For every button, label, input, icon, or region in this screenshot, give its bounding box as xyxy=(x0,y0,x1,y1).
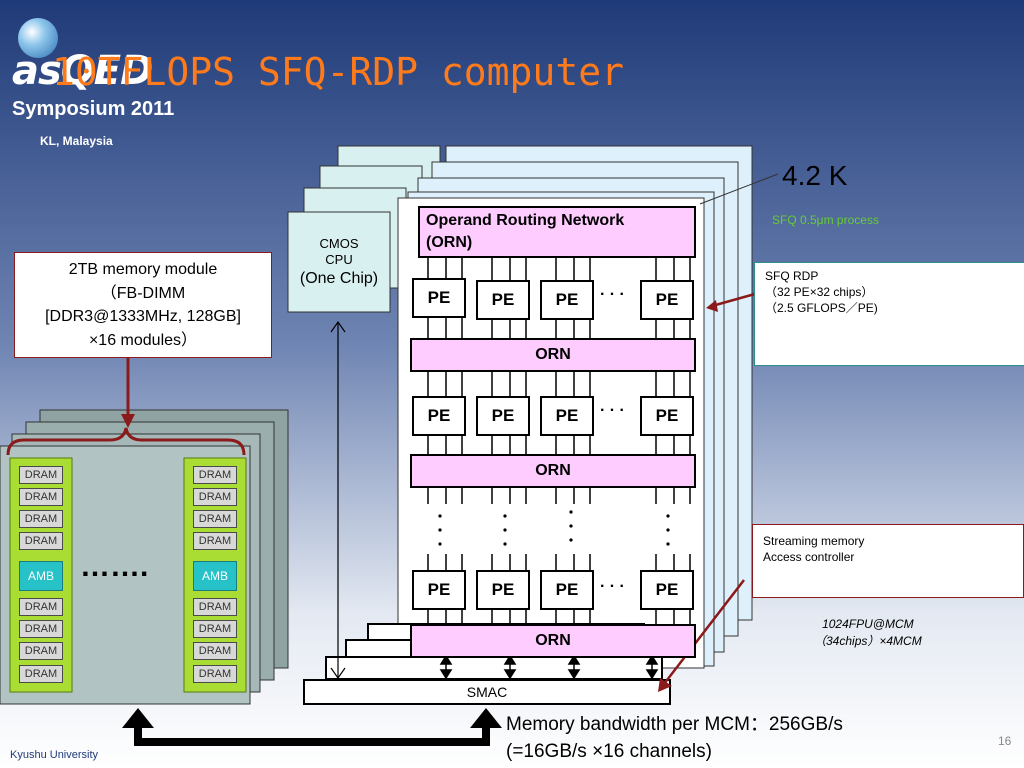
orn-bar: ORN xyxy=(410,338,696,372)
dram-chip: DRAM xyxy=(193,620,237,638)
pe-block: PE xyxy=(540,570,594,610)
rdp-note-box: SFQ RDP （32 PE×32 chips） （2.5 GFLOPS／PE) xyxy=(754,262,1024,366)
fpu-note: 1024FPU@MCM （34chips）×4MCM xyxy=(814,616,922,650)
globe-logo-icon xyxy=(18,18,58,58)
streaming-line-1: Streaming memory xyxy=(763,534,865,548)
bandwidth-line-1: Memory bandwidth per MCM：256GB/s xyxy=(506,714,843,735)
process-label: SFQ 0.5μm process xyxy=(772,213,879,227)
streaming-line-2: Access controller xyxy=(763,550,855,564)
orn-bar: ORN xyxy=(410,624,696,658)
orn-top-line-1: Operand Routing Network xyxy=(426,212,625,229)
logo-subtitle: Symposium 2011 xyxy=(12,98,175,120)
pe-block: PE xyxy=(412,570,466,610)
dram-chip: DRAM xyxy=(19,510,63,528)
smac-label: SMAC xyxy=(466,684,508,700)
rdp-arrowhead xyxy=(706,300,718,312)
pe-block: PE xyxy=(412,278,466,318)
dram-chip: DRAM xyxy=(193,510,237,528)
pe-block: PE xyxy=(640,280,694,320)
location-label: KL, Malaysia xyxy=(40,134,113,148)
page-number: 16 xyxy=(998,734,1012,748)
slide-title: 10TFLOPS SFQ-RDP computer xyxy=(52,50,624,94)
fpu-note-line-2: （34chips）×4MCM xyxy=(814,634,922,648)
cpu-line-1: CMOS xyxy=(319,236,359,251)
bandwidth-arrow xyxy=(122,708,502,746)
temperature-label: 4.2 K xyxy=(782,160,848,191)
pe-block: PE xyxy=(640,570,694,610)
amb-chip: AMB xyxy=(193,561,237,591)
smac-plate-2 xyxy=(325,656,663,680)
streaming-arrowhead xyxy=(658,678,672,692)
logo-text: asQED xyxy=(12,48,153,94)
pe-row-ellipsis: · · · xyxy=(600,286,625,303)
dram-chip: DRAM xyxy=(193,642,237,660)
memory-module-line-4: ×16 modules） xyxy=(88,331,198,349)
streaming-note-box: Streaming memory Access controller xyxy=(752,524,1024,598)
bus-lines xyxy=(427,258,691,624)
bandwidth-text: Memory bandwidth per MCM：256GB/s (=16GB/… xyxy=(506,711,843,765)
dimm-ellipsis: ……. xyxy=(80,550,149,583)
orn-top-box: Operand Routing Network (ORN) xyxy=(418,206,696,258)
dram-chip: DRAM xyxy=(193,598,237,616)
column-ellipsis-dots xyxy=(438,510,670,546)
memory-module-line-2: （FB-DIMM xyxy=(100,284,186,302)
dram-chip: DRAM xyxy=(19,642,63,660)
smac-plate-front xyxy=(303,679,671,705)
dram-chip: DRAM xyxy=(193,466,237,484)
module-brace xyxy=(6,427,246,456)
dram-chip: DRAM xyxy=(19,598,63,616)
orn-bar: ORN xyxy=(410,454,696,488)
memory-module-line-3: [DDR3@1333MHz, 128GB] xyxy=(45,308,241,325)
pe-row-ellipsis: · · · xyxy=(600,578,625,595)
temperature-pointer xyxy=(699,173,779,205)
cpu-card-front xyxy=(287,211,391,313)
bandwidth-line-2: (=16GB/s ×16 channels) xyxy=(506,741,712,762)
pe-block: PE xyxy=(476,280,530,320)
memory-module-label-box: 2TB memory module （FB-DIMM [DDR3@1333MHz… xyxy=(14,252,272,358)
dram-chip: DRAM xyxy=(19,620,63,638)
dram-chip: DRAM xyxy=(19,488,63,506)
orn-top-line-2: (ORN) xyxy=(426,234,473,251)
orn-smac-arrows xyxy=(439,654,659,680)
dram-chip: DRAM xyxy=(19,665,63,683)
pe-row-ellipsis: · · · xyxy=(600,402,625,419)
rdp-note-line-1: SFQ RDP xyxy=(765,269,819,283)
pe-block: PE xyxy=(540,280,594,320)
dram-chip: DRAM xyxy=(193,488,237,506)
dram-chip: DRAM xyxy=(193,665,237,683)
cpu-label: CMOS CPU (One Chip) xyxy=(288,236,390,290)
streaming-arrow-line xyxy=(663,579,745,685)
fpu-note-line-1: 1024FPU@MCM xyxy=(822,617,914,631)
pe-block: PE xyxy=(412,396,466,436)
rdp-arrow-line xyxy=(711,290,763,308)
memory-module-line-1: 2TB memory module xyxy=(68,261,218,278)
footer-organization: Kyushu University xyxy=(10,749,99,761)
dram-chip: DRAM xyxy=(19,532,63,550)
pe-block: PE xyxy=(476,570,530,610)
cpu-line-3: (One Chip) xyxy=(299,270,379,287)
rdp-note-line-3: （2.5 GFLOPS／PE) xyxy=(765,301,878,315)
cpu-line-2: CPU xyxy=(325,252,353,267)
amb-chip: AMB xyxy=(19,561,63,591)
dram-chip: DRAM xyxy=(193,532,237,550)
pe-block: PE xyxy=(640,396,694,436)
pe-block: PE xyxy=(476,396,530,436)
pe-block: PE xyxy=(540,396,594,436)
memory-label-arrowhead xyxy=(121,414,135,428)
cpu-smac-arrow xyxy=(330,320,346,680)
rdp-note-line-2: （32 PE×32 chips） xyxy=(765,285,874,299)
dram-chip: DRAM xyxy=(19,466,63,484)
